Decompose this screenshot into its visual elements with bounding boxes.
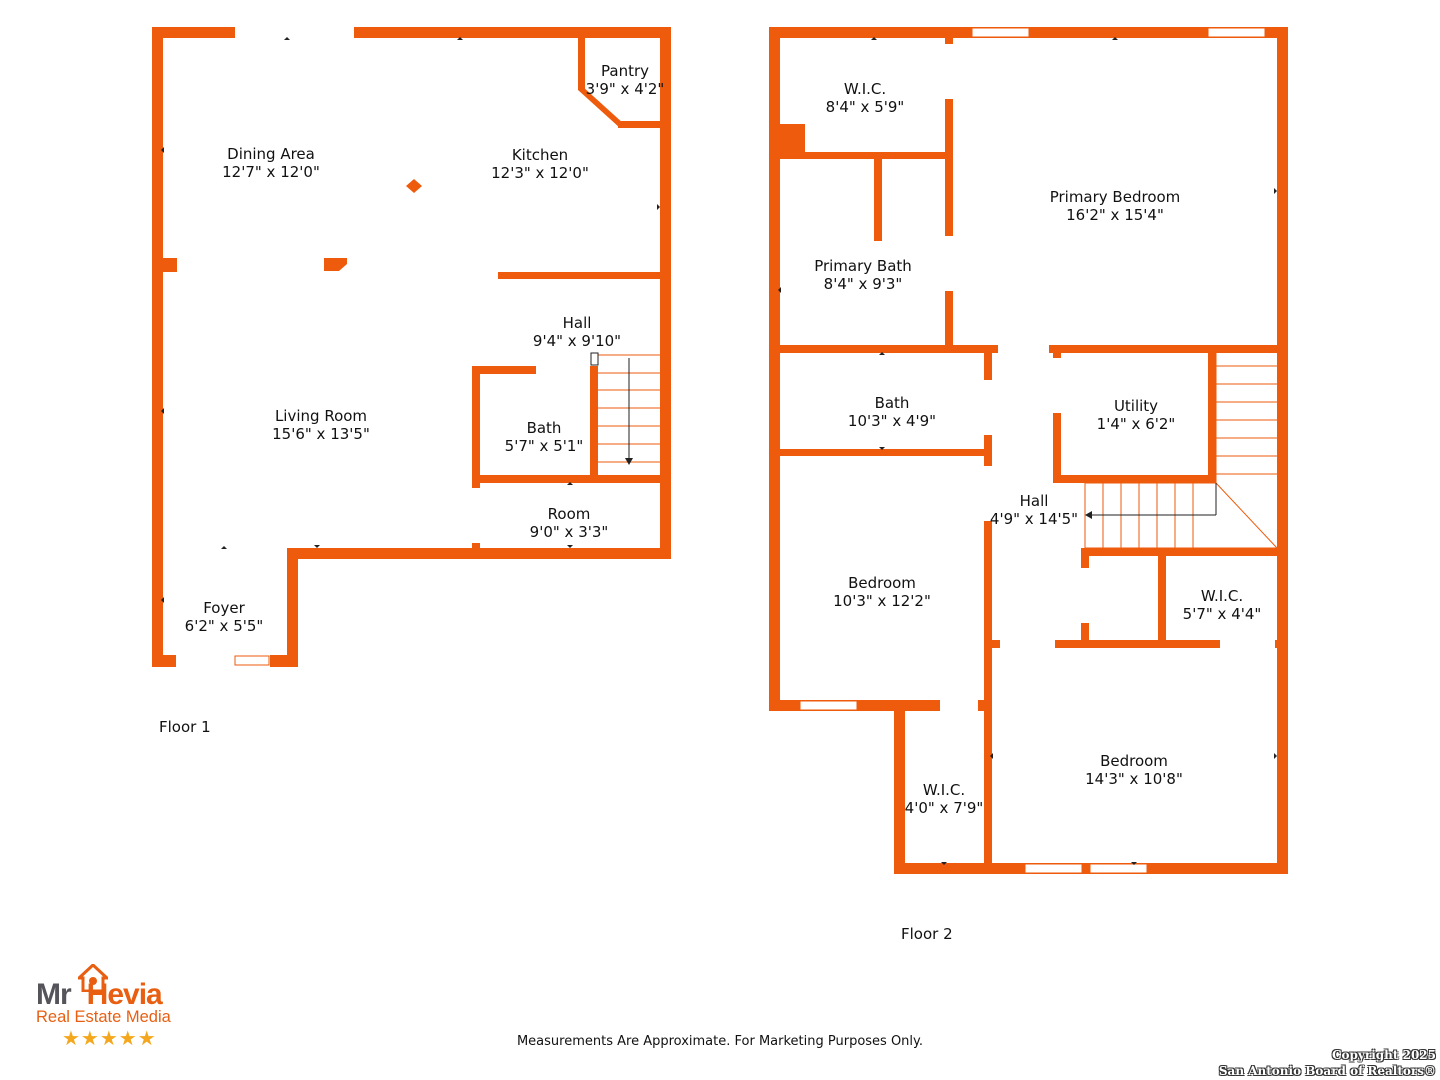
house-camera-icon bbox=[78, 964, 108, 992]
floor-2-label: Floor 2 bbox=[901, 925, 953, 943]
stairs-floor-1 bbox=[598, 354, 660, 463]
copyright-notice: Copyright 2025 San Antonio Board of Real… bbox=[1219, 1047, 1436, 1079]
room-size: 6'2" x 5'5" bbox=[184, 617, 264, 635]
disclaimer: Measurements Are Approximate. For Market… bbox=[516, 1034, 924, 1049]
room-size: 4'0" x 7'9" bbox=[904, 799, 984, 817]
room-hall-floor-2: Hall 4'9" x 14'5" bbox=[974, 492, 1094, 528]
room-utility: Utility 1'4" x 6'2" bbox=[1076, 397, 1196, 433]
room-name: Room bbox=[547, 505, 591, 523]
room-name: Bath bbox=[874, 394, 910, 412]
room-size: 1'4" x 6'2" bbox=[1096, 415, 1176, 433]
floor-1-plan bbox=[152, 27, 671, 667]
room-size: 10'3" x 4'9" bbox=[847, 412, 937, 430]
room-name: Foyer bbox=[203, 599, 245, 617]
room-name: Kitchen bbox=[511, 146, 569, 164]
room-wic-small: W.I.C. 5'7" x 4'4" bbox=[1167, 587, 1277, 623]
room-dining-area: Dining Area 12'7" x 12'0" bbox=[196, 145, 346, 181]
room-size: 10'3" x 12'2" bbox=[833, 592, 931, 610]
room-name: Utility bbox=[1113, 397, 1159, 415]
room-size: 15'6" x 13'5" bbox=[272, 425, 370, 443]
room-size: 8'4" x 5'9" bbox=[825, 98, 905, 116]
room-name: W.I.C. bbox=[1200, 587, 1244, 605]
room-kitchen: Kitchen 12'3" x 12'0" bbox=[465, 146, 615, 182]
logo-tagline: Real Estate Media bbox=[36, 1008, 171, 1026]
room-size: 9'0" x 3'3" bbox=[529, 523, 609, 541]
room-room: Room 9'0" x 3'3" bbox=[509, 505, 629, 541]
room-name: Primary Bath bbox=[814, 257, 912, 275]
room-name: W.I.C. bbox=[843, 80, 887, 98]
room-bath-floor-2: Bath 10'3" x 4'9" bbox=[827, 394, 957, 430]
room-bedroom-left: Bedroom 10'3" x 12'2" bbox=[812, 574, 952, 610]
logo-stars: ★★★★★ bbox=[62, 1026, 157, 1050]
room-name: Living Room bbox=[274, 407, 368, 425]
room-size: 4'9" x 14'5" bbox=[989, 510, 1079, 528]
room-size: 8'4" x 9'3" bbox=[823, 275, 903, 293]
room-name: W.I.C. bbox=[922, 781, 966, 799]
room-name: Pantry bbox=[601, 62, 649, 80]
floor-1-label: Floor 1 bbox=[159, 718, 211, 736]
room-name: Bedroom bbox=[848, 574, 916, 592]
room-name: Dining Area bbox=[227, 145, 315, 163]
room-size: 5'7" x 4'4" bbox=[1182, 605, 1262, 623]
room-size: 12'7" x 12'0" bbox=[222, 163, 320, 181]
room-wic-primary: W.I.C. 8'4" x 5'9" bbox=[805, 80, 925, 116]
room-size: 3'9" x 4'2" bbox=[585, 80, 665, 98]
room-primary-bedroom: Primary Bedroom 16'2" x 15'4" bbox=[1030, 188, 1200, 224]
room-bedroom-right: Bedroom 14'3" x 10'8" bbox=[1064, 752, 1204, 788]
room-foyer: Foyer 6'2" x 5'5" bbox=[169, 599, 279, 635]
room-size: 9'4" x 9'10" bbox=[532, 332, 622, 350]
copyright-line-2: San Antonio Board of Realtors® bbox=[1218, 1064, 1436, 1078]
room-size: 14'3" x 10'8" bbox=[1085, 770, 1183, 788]
room-size: 12'3" x 12'0" bbox=[491, 164, 589, 182]
room-pantry: Pantry 3'9" x 4'2" bbox=[575, 62, 675, 98]
room-hall-floor-1: Hall 9'4" x 9'10" bbox=[507, 314, 647, 350]
room-name: Hall bbox=[562, 314, 592, 332]
room-primary-bath: Primary Bath 8'4" x 9'3" bbox=[798, 257, 928, 293]
room-size: 5'7" x 5'1" bbox=[504, 437, 584, 455]
dimension-ticks bbox=[161, 37, 1277, 865]
copyright-line-1: Copyright 2025 bbox=[1331, 1048, 1436, 1062]
room-name: Primary Bedroom bbox=[1049, 188, 1181, 206]
room-living-room: Living Room 15'6" x 13'5" bbox=[246, 407, 396, 443]
room-bath-floor-1: Bath 5'7" x 5'1" bbox=[489, 419, 599, 455]
room-size: 16'2" x 15'4" bbox=[1066, 206, 1164, 224]
stairs-floor-2 bbox=[1084, 353, 1278, 549]
room-name: Bedroom bbox=[1100, 752, 1168, 770]
room-wic-bottom: W.I.C. 4'0" x 7'9" bbox=[894, 781, 994, 817]
floor-2-plan bbox=[769, 27, 1288, 874]
room-name: Bath bbox=[526, 419, 562, 437]
room-name: Hall bbox=[1019, 492, 1049, 510]
